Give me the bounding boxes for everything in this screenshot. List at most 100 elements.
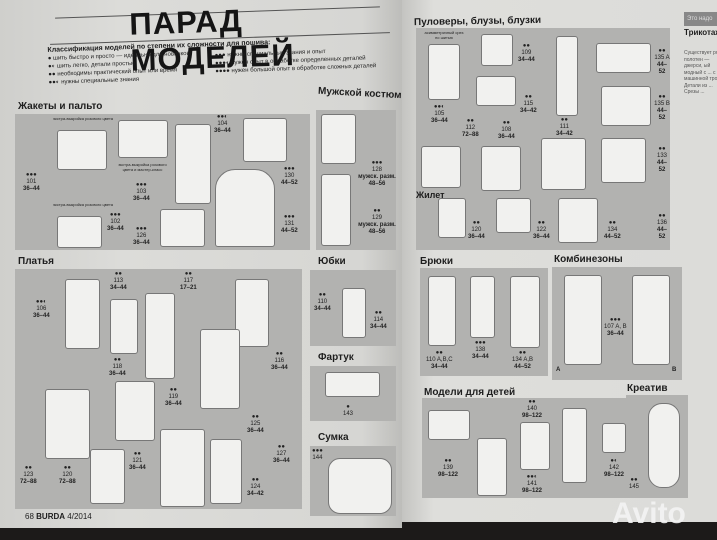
garment-illustration <box>160 429 205 507</box>
section-title-trousers: Брюки <box>420 256 453 267</box>
avito-watermark: Avito <box>612 497 686 530</box>
note: асимметричный срез по шитью <box>424 30 464 40</box>
note: экстра-выкройка розового цвета <box>53 202 113 207</box>
garment-illustration <box>342 288 366 338</box>
garment-illustration <box>57 216 102 248</box>
garment-illustration <box>321 174 351 246</box>
section-title-bag: Сумка <box>318 432 349 443</box>
garment-illustration <box>175 124 211 204</box>
garment-illustration <box>428 276 456 346</box>
bunny-toy-illustration <box>648 403 680 488</box>
garment-illustration <box>632 275 670 365</box>
garment-illustration <box>541 138 586 190</box>
garment-illustration <box>510 276 540 348</box>
garment-illustration <box>200 329 240 409</box>
garment-illustration <box>564 275 602 365</box>
garment-illustration <box>145 293 175 379</box>
garment-illustration <box>160 209 205 247</box>
apron-panel: ●143 <box>310 366 396 421</box>
model-label: ●143 <box>343 404 354 417</box>
section-title-skirts: Юбки <box>318 256 346 267</box>
garment-illustration <box>65 279 100 349</box>
bag-illustration <box>328 458 392 514</box>
garment-illustration <box>477 438 507 496</box>
model-label: ●●145 <box>629 477 640 490</box>
garment-illustration <box>428 410 470 440</box>
garment-illustration <box>215 169 275 247</box>
variant-label: A <box>556 367 561 373</box>
garment-illustration <box>45 389 90 459</box>
section-title-creative: Креатив <box>627 383 668 394</box>
left-page: ПАРАД МОДЕЛЕЙ Классификация моделей по с… <box>0 0 402 528</box>
section-title-jumpsuits: Комбинезоны <box>554 254 623 265</box>
garment-illustration <box>325 372 380 397</box>
sidebar-body: Существует ряд полотен — джерси, ый модн… <box>684 50 717 95</box>
garment-illustration <box>243 118 287 162</box>
garment-illustration <box>90 449 125 504</box>
garment-illustration <box>235 279 269 347</box>
section-title-mens: Мужской костюм <box>317 85 402 102</box>
garment-illustration <box>210 439 242 504</box>
garment-illustration <box>421 146 461 188</box>
vest-illustration <box>438 198 466 238</box>
garment-illustration <box>57 130 107 170</box>
garment-illustration <box>481 34 513 66</box>
section-title-vest: Жилет <box>416 190 445 200</box>
garment-illustration <box>470 276 495 338</box>
section-title-tops: Пуловеры, блузы, блузки <box>413 14 542 29</box>
garment-illustration <box>601 86 651 126</box>
garment-illustration <box>110 299 138 354</box>
garment-illustration <box>428 44 460 100</box>
garment-illustration <box>601 138 646 183</box>
sidebar-heading: Трикотажные полотна <box>684 28 717 37</box>
note: экстра-выкройка розового цвета и мастер-… <box>118 162 167 172</box>
page-footer: 68 BURDA 4/2014 <box>25 512 92 521</box>
garment-illustration <box>520 422 550 470</box>
section-title-dresses: Платья <box>18 256 54 267</box>
sidebar-tag: Это надо <box>684 12 717 26</box>
garment-illustration <box>476 76 516 106</box>
garment-illustration <box>118 120 168 158</box>
section-title-apron: Фартук <box>318 352 354 363</box>
creative-panel: ●●145 <box>626 395 688 498</box>
